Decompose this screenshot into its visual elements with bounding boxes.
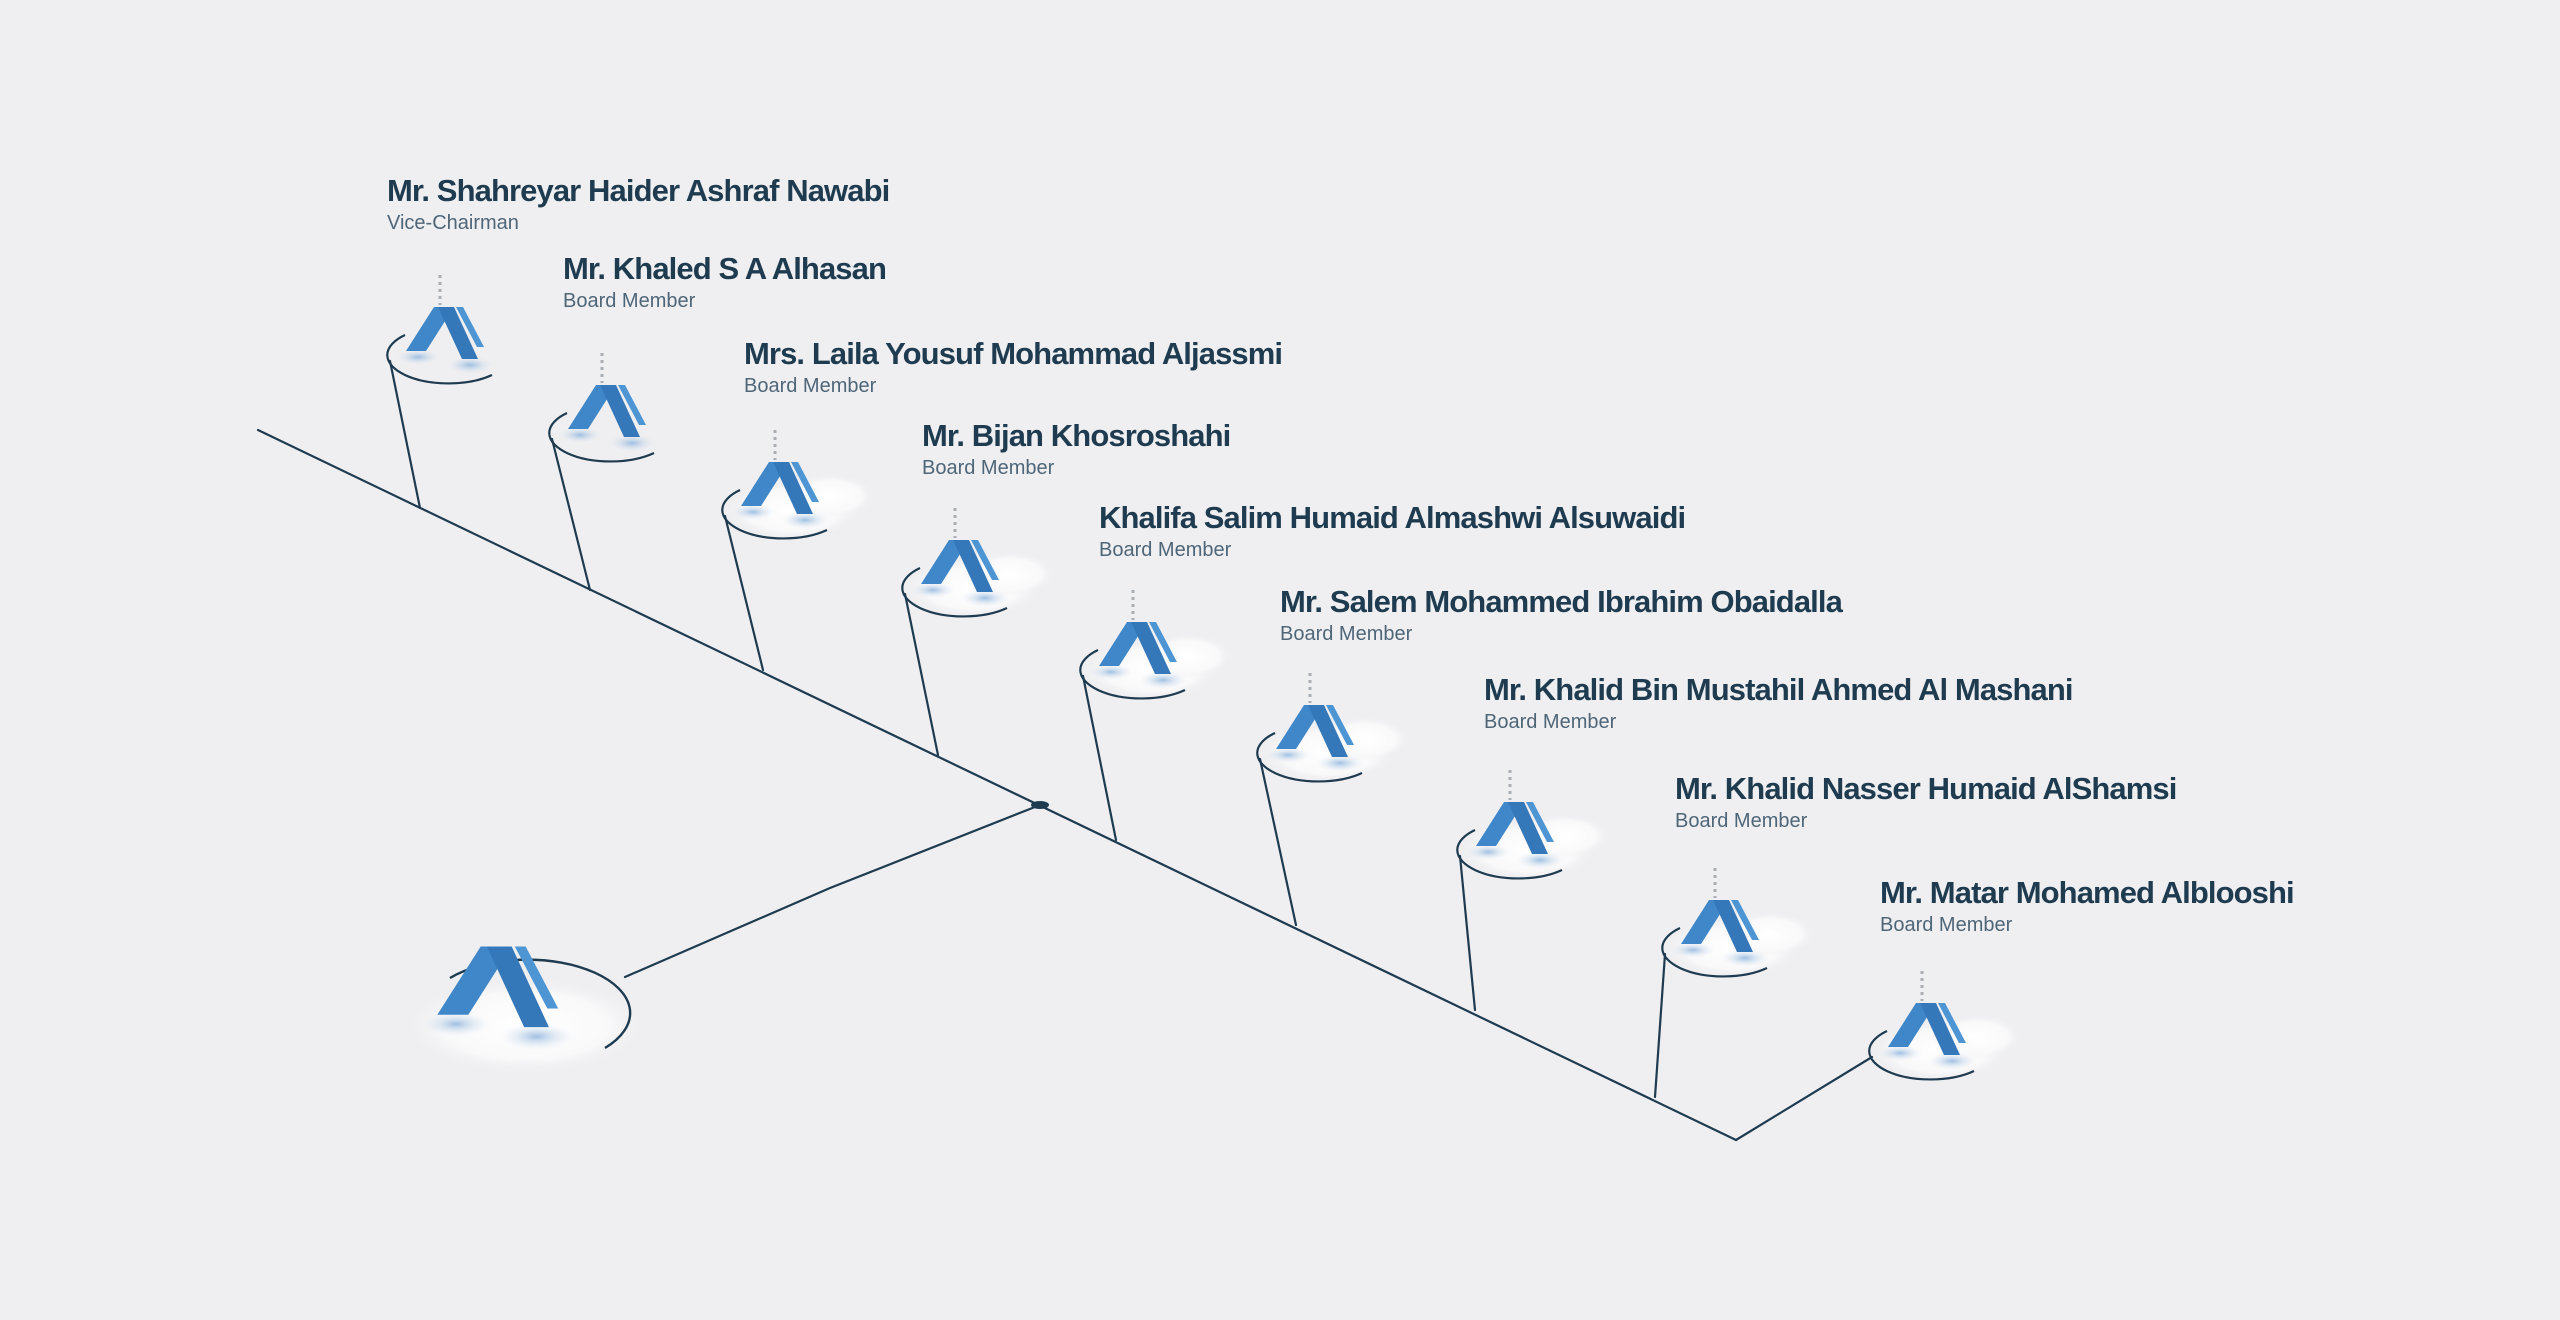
member-name: Mr. Khaled S A Alhasan	[563, 251, 887, 286]
member-nodes	[386, 275, 2022, 1081]
member-name: Mr. Khalid Bin Mustahil Ahmed Al Mashani	[1484, 672, 2074, 707]
company-logo-icon	[558, 385, 656, 452]
member-node	[1868, 971, 2022, 1081]
root-connector-line	[623, 803, 1042, 979]
member-ring	[721, 489, 828, 540]
company-logo-icon	[1266, 705, 1364, 772]
branch-line	[388, 359, 422, 510]
company-logo-icon	[911, 540, 1009, 607]
member-label: Mr. Khalid Bin Mustahil Ahmed Al Mashani…	[1484, 671, 2074, 735]
company-logo-icon	[1878, 1003, 1976, 1070]
member-ring	[548, 412, 655, 463]
company-logo-icon	[731, 462, 829, 529]
member-role: Board Member	[1880, 914, 2013, 936]
member-node	[1661, 868, 1815, 978]
member-name: Mr. Salem Mohammed Ibrahim Obaidalla	[1280, 584, 1843, 619]
company-logo-icon	[396, 307, 494, 374]
branch-line	[1734, 1055, 1874, 1142]
branch-line	[903, 592, 940, 757]
member-ring	[1456, 829, 1563, 880]
member-ring	[1661, 927, 1768, 978]
member-name: Mrs. Laila Yousuf Mohammad Aljassmi	[744, 336, 1283, 371]
member-node	[901, 508, 1055, 618]
member-node	[548, 353, 656, 463]
member-name: Khalifa Salim Humaid Almashwi Alsuwaidi	[1099, 500, 1686, 535]
member-role: Board Member	[563, 290, 696, 312]
member-role: Vice-Chairman	[387, 212, 519, 234]
member-ring	[1868, 1030, 1975, 1081]
company-logo-icon	[1671, 900, 1769, 967]
member-node	[721, 430, 875, 540]
trunk-line	[256, 428, 1738, 1142]
member-role: Board Member	[1280, 623, 1413, 645]
member-ring	[1256, 732, 1363, 783]
member-node	[1456, 770, 1610, 880]
member-ring	[901, 567, 1008, 618]
connector-lines	[256, 359, 1874, 1142]
member-ring	[386, 334, 493, 385]
branch-line	[550, 437, 592, 592]
branch-line	[1653, 952, 1667, 1099]
member-role: Board Member	[1099, 539, 1232, 561]
member-node	[1079, 590, 1233, 700]
member-ring	[1079, 649, 1186, 700]
company-logo-icon	[421, 946, 574, 1051]
branch-line	[723, 514, 765, 672]
junction-dot	[1031, 801, 1049, 809]
member-role: Board Member	[1675, 810, 1808, 832]
root-company-node	[405, 946, 645, 1074]
branch-line	[1258, 757, 1298, 927]
member-node	[1256, 673, 1410, 783]
branch-line	[1458, 854, 1477, 1012]
member-name: Mr. Shahreyar Haider Ashraf Nawabi	[387, 173, 890, 208]
member-name: Mr. Matar Mohamed Alblooshi	[1880, 875, 2295, 910]
member-role: Board Member	[744, 375, 877, 397]
branch-line	[1081, 674, 1118, 842]
company-logo-icon	[1466, 802, 1564, 869]
member-name: Mr. Bijan Khosroshahi	[922, 418, 1231, 453]
member-name: Mr. Khalid Nasser Humaid AlShamsi	[1675, 771, 2177, 806]
member-role: Board Member	[922, 457, 1055, 479]
member-role: Board Member	[1484, 711, 1617, 733]
member-node	[386, 275, 494, 385]
company-logo-icon	[1089, 622, 1187, 689]
